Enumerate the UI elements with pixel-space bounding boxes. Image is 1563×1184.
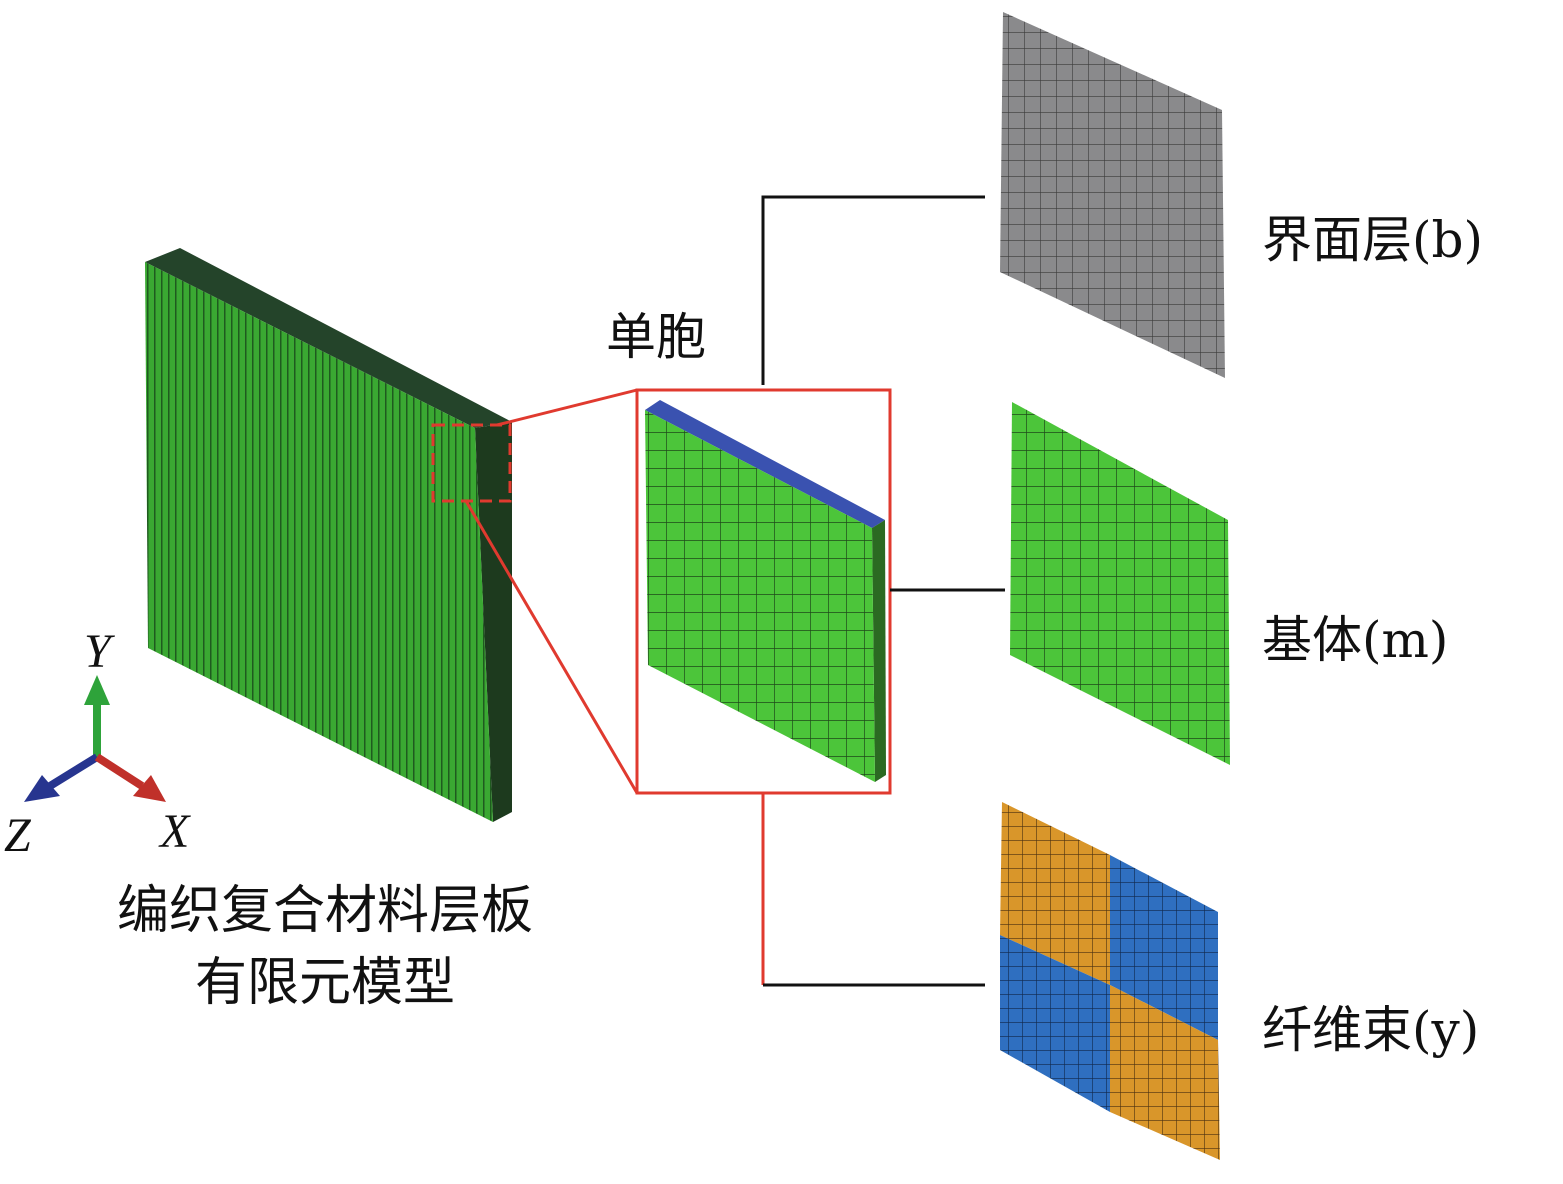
matrix-mesh: [1010, 402, 1230, 765]
x-axis-label: X: [160, 805, 190, 858]
unit-cell: [635, 388, 892, 795]
fiber-bundle-label: 纤维束(y): [1262, 1001, 1480, 1059]
laminate-model: [145, 248, 512, 822]
unit-cell-label: 单胞: [606, 308, 706, 366]
interface-label: 界面层(b): [1262, 211, 1484, 269]
laminate-front-face: [145, 262, 493, 822]
z-axis-label: Z: [4, 809, 31, 862]
fiber-bundle-mesh: [1000, 802, 1220, 1160]
z-axis-arrow: [24, 775, 60, 802]
model-title-line1: 编织复合材料层板: [116, 881, 533, 941]
matrix-label: 基体(m): [1262, 611, 1449, 669]
connector-interface: [761, 195, 985, 385]
y-axis-label: Y: [84, 625, 111, 678]
y-axis-arrow: [84, 675, 110, 705]
laminate-side-face: [475, 422, 512, 822]
x-axis-arrow: [133, 775, 166, 802]
interface-layer-mesh: [1000, 12, 1225, 378]
model-title-line2: 有限元模型: [194, 953, 455, 1013]
laminate-top-face: [145, 248, 512, 428]
zoom-line-top: [496, 388, 638, 427]
coordinate-axes-icon: [24, 675, 166, 802]
selection-box: [431, 423, 512, 503]
zoom-line-bottom: [464, 500, 639, 794]
